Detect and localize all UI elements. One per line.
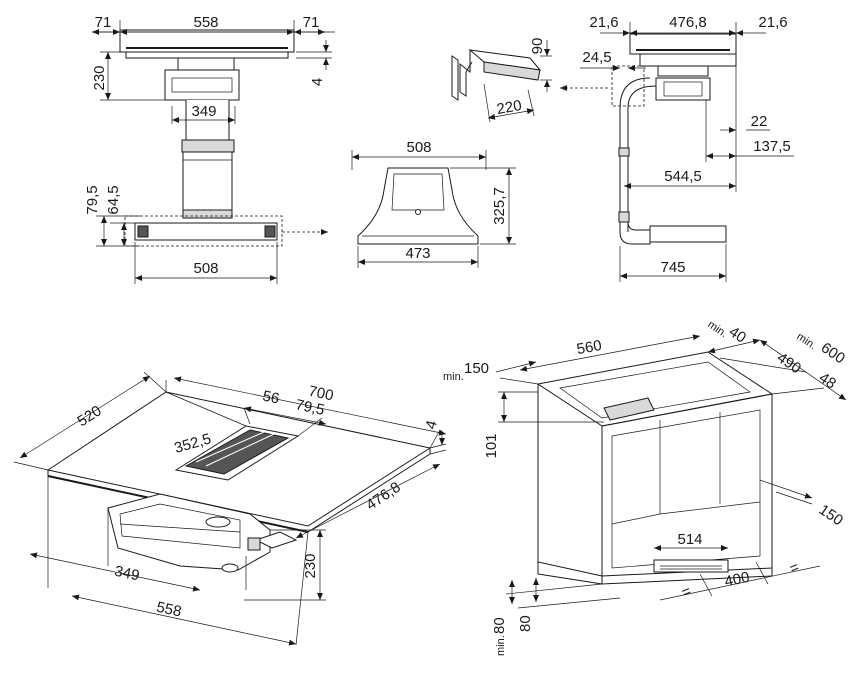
dim-520: 520 (74, 402, 104, 430)
dim-220: 220 (495, 97, 523, 118)
dim-349-front: 349 (191, 103, 216, 120)
side-section-view: 21,6 476,8 21,6 24,5 22 137,5 544,5 745 (580, 14, 794, 282)
dim-230-front: 230 (91, 65, 108, 90)
dim-400: 400 (723, 569, 751, 591)
dim-21-6-right: 21,6 (758, 14, 787, 31)
dim-90: 90 (529, 38, 546, 55)
dim-514: 514 (677, 531, 702, 548)
dim-137-5: 137,5 (753, 138, 791, 155)
cabinet-top (536, 351, 774, 427)
dim-508-hood: 508 (406, 139, 431, 156)
dim-490: 490 (774, 349, 804, 377)
dim-min-80-prefix: min. (495, 635, 507, 656)
dim-101: 101 (483, 433, 500, 458)
cap-view: 90 220 (451, 38, 552, 123)
dim-min-600: 600 (818, 339, 848, 367)
dim-745: 745 (660, 259, 685, 276)
dim-71-left: 71 (95, 14, 112, 31)
cabinet-view: min. 150 560 min. 40 490 min. 600 48 101… (443, 319, 848, 656)
dim-24-5: 24,5 (582, 49, 611, 66)
plinth-adapter (357, 167, 479, 245)
dim-min-150-prefix: min. (443, 371, 464, 383)
dim-22: 22 (751, 113, 768, 130)
dim-min-150: 150 (464, 360, 489, 377)
motor-housing (164, 69, 240, 101)
dim-min-40: 40 (726, 323, 749, 346)
plinth-duct (134, 222, 278, 241)
dim-21-6-left: 21,6 (589, 14, 618, 31)
dim-544-5: 544,5 (664, 168, 702, 185)
dim-325-7: 325,7 (491, 187, 508, 225)
dim-min-600-prefix: min. (794, 331, 818, 353)
dim-80: 80 (517, 615, 534, 632)
front-elevation-view: 71 558 71 230 4 349 79,5 64,5 508 (84, 14, 335, 284)
dim-56: 56 (261, 388, 281, 408)
dim-79-5: 79,5 (84, 185, 101, 214)
dim-4-front: 4 (309, 78, 326, 86)
dim-473: 473 (405, 245, 430, 262)
dim-560: 560 (575, 337, 603, 358)
dim-349-iso: 349 (113, 563, 141, 585)
side-plinth-duct (649, 225, 727, 243)
dim-equal-left: = (679, 583, 694, 602)
dim-558-iso: 558 (155, 599, 183, 621)
plinth-adapter-view: 508 473 325,7 (351, 139, 516, 268)
dim-4-iso: 4 (422, 419, 441, 431)
dim-558-top: 558 (193, 14, 218, 31)
dim-150-right: 150 (816, 501, 846, 529)
isometric-hob-view: 700 520 56 79,5 352,5 4 476,8 230 349 (13, 371, 447, 646)
dim-48: 48 (816, 369, 839, 392)
dim-64-5: 64,5 (105, 185, 122, 214)
dim-71-right: 71 (303, 14, 320, 31)
dim-700: 700 (307, 383, 335, 405)
dim-79-5-iso: 79,5 (294, 396, 326, 419)
dim-230-iso: 230 (302, 553, 319, 578)
dim-equal-right: = (787, 559, 802, 578)
side-motor (655, 77, 711, 101)
dim-min-80: 80 (491, 617, 508, 634)
dim-508-bottom: 508 (193, 260, 218, 277)
dim-476-8-top: 476,8 (669, 14, 707, 31)
